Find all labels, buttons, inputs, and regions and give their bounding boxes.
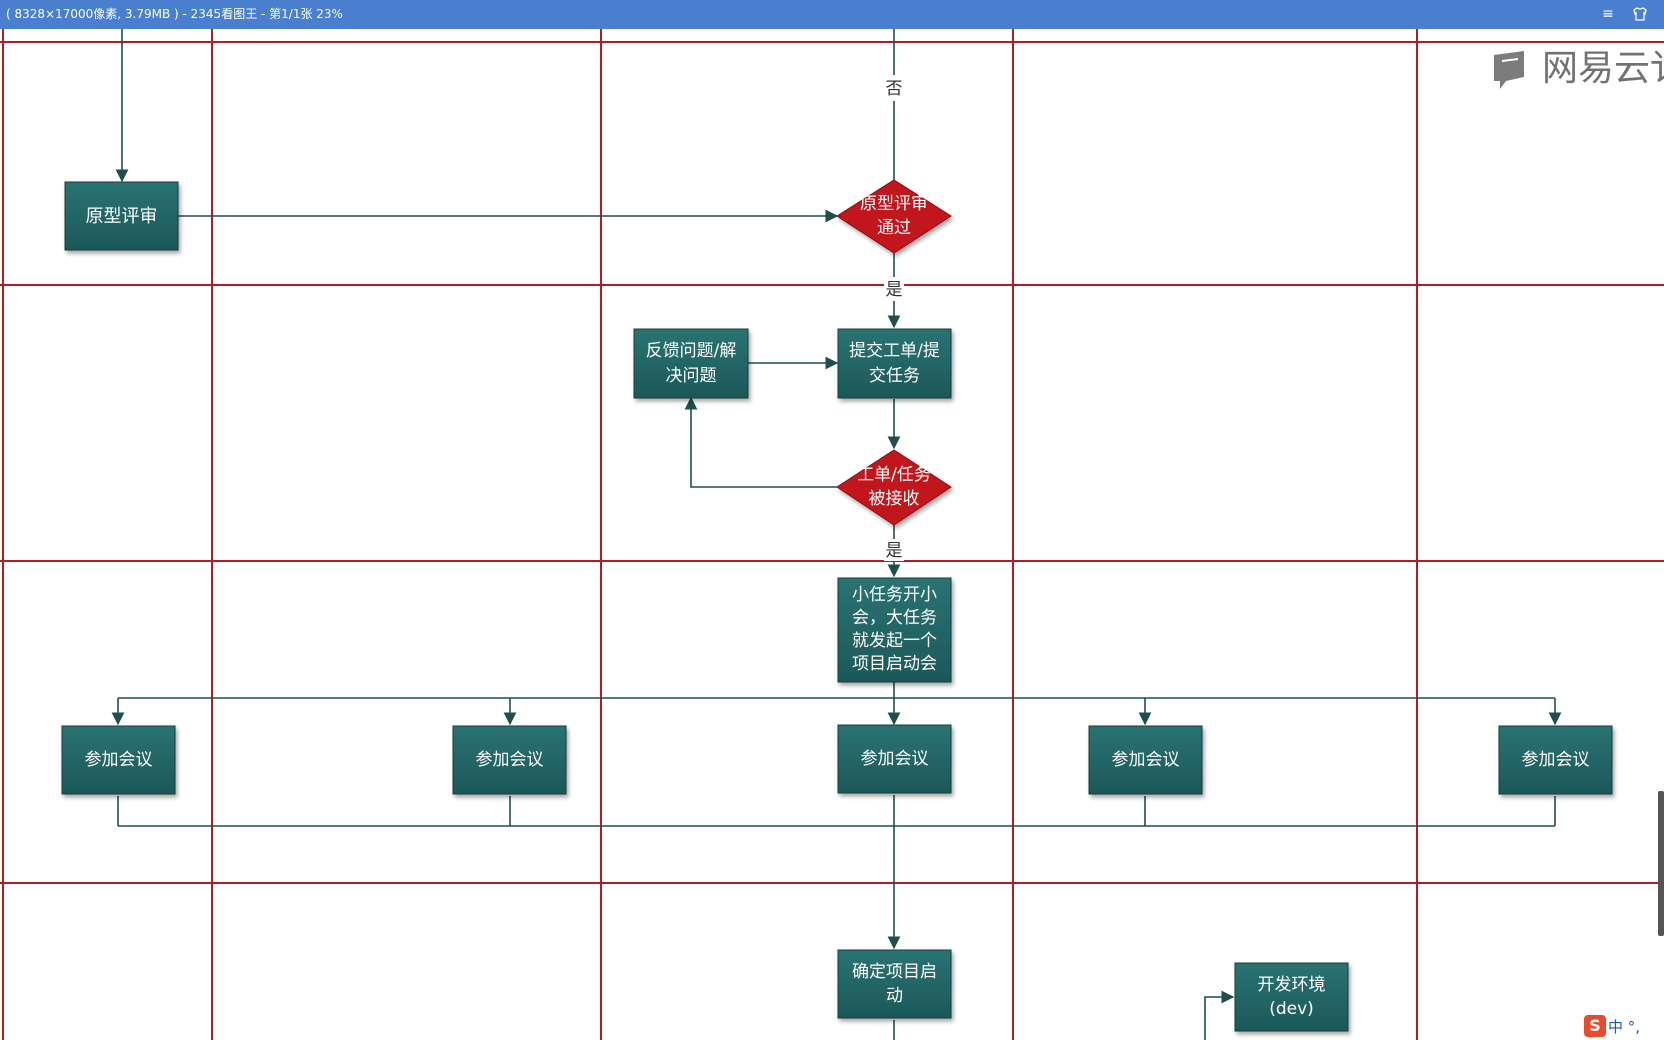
node-label-line2: (dev) — [1269, 999, 1314, 1019]
node-submit-ticket[interactable]: 提交工单/提 交任务 — [837, 328, 952, 399]
edge-label-yes-2: 是 — [886, 541, 903, 561]
node-attend-meeting-2[interactable]: 参加会议 — [452, 725, 567, 795]
netease-watermark: 网易云讠 — [1488, 43, 1664, 93]
edge-label-yes-1: 是 — [886, 280, 903, 300]
node-prototype-review[interactable]: 原型评审 — [64, 181, 179, 251]
node-label-line2: 动 — [886, 986, 903, 1006]
decision-label-line1: 原型评审 — [860, 194, 928, 214]
flowchart: 否 是 是 原型评审 原型评审 通过 反馈问题/解 决问题 提交工单/提 交任务 — [0, 29, 1664, 1040]
node-feedback[interactable]: 反馈问题/解 决问题 — [633, 328, 749, 399]
image-canvas: 否 是 是 原型评审 原型评审 通过 反馈问题/解 决问题 提交工单/提 交任务 — [0, 29, 1664, 1040]
node-label: 参加会议 — [476, 750, 544, 770]
sogou-ime-icon: S — [1584, 1015, 1606, 1037]
ime-mode-label: 中 °, — [1608, 1018, 1641, 1036]
watermark-text: 网易云讠 — [1542, 48, 1664, 89]
window-title: ( 8328×17000像素, 3.79MB ) - 2345看图王 - 第1/… — [6, 7, 343, 21]
node-attend-meeting-3[interactable]: 参加会议 — [837, 724, 952, 794]
node-label-line4: 项目启动会 — [852, 654, 937, 674]
node-label-line2: 会，大任务 — [852, 608, 937, 628]
menu-icon[interactable]: ≡ — [1602, 6, 1614, 22]
node-label-line2: 决问题 — [666, 366, 717, 386]
connectors — [111, 29, 1562, 1040]
node-label-line1: 反馈问题/解 — [646, 341, 737, 361]
swimlane-grid — [0, 29, 1664, 1040]
node-label: 参加会议 — [861, 749, 929, 769]
decision-label-line1: 工单/任务 — [857, 465, 931, 485]
node-label: 原型评审 — [86, 206, 158, 227]
node-attend-meeting-5[interactable]: 参加会议 — [1498, 725, 1613, 795]
decision-label-line2: 通过 — [877, 218, 911, 238]
node-label-line1: 开发环境 — [1258, 975, 1326, 995]
vertical-scrollbar[interactable] — [1658, 791, 1664, 936]
decision-label-line2: 被接收 — [869, 489, 920, 509]
decision-review-passed[interactable]: 原型评审 通过 — [836, 179, 952, 254]
skin-icon[interactable] — [1630, 4, 1650, 24]
node-dev-environment[interactable]: 开发环境 (dev) — [1234, 962, 1349, 1032]
node-kickoff-meeting[interactable]: 小任务开小 会，大任务 就发起一个 项目启动会 — [837, 577, 952, 683]
edge-label-no: 否 — [886, 79, 903, 99]
node-label-line1: 小任务开小 — [852, 585, 937, 605]
ime-status[interactable]: S 中 °, — [1584, 1013, 1664, 1040]
node-label: 参加会议 — [1522, 750, 1590, 770]
node-label-line1: 提交工单/提 — [849, 341, 940, 361]
node-label: 参加会议 — [85, 750, 153, 770]
node-label-line3: 就发起一个 — [852, 631, 937, 651]
node-confirm-project-start[interactable]: 确定项目启 动 — [837, 949, 952, 1019]
node-attend-meeting-4[interactable]: 参加会议 — [1088, 725, 1203, 795]
title-bar: ( 8328×17000像素, 3.79MB ) - 2345看图王 - 第1/… — [0, 0, 1664, 29]
node-attend-meeting-1[interactable]: 参加会议 — [61, 725, 176, 795]
node-label: 参加会议 — [1112, 750, 1180, 770]
node-label-line2: 交任务 — [869, 366, 920, 386]
decision-ticket-accepted[interactable]: 工单/任务 被接收 — [836, 449, 952, 526]
node-label-line1: 确定项目启 — [852, 962, 937, 982]
netease-logo-icon — [1494, 51, 1524, 89]
